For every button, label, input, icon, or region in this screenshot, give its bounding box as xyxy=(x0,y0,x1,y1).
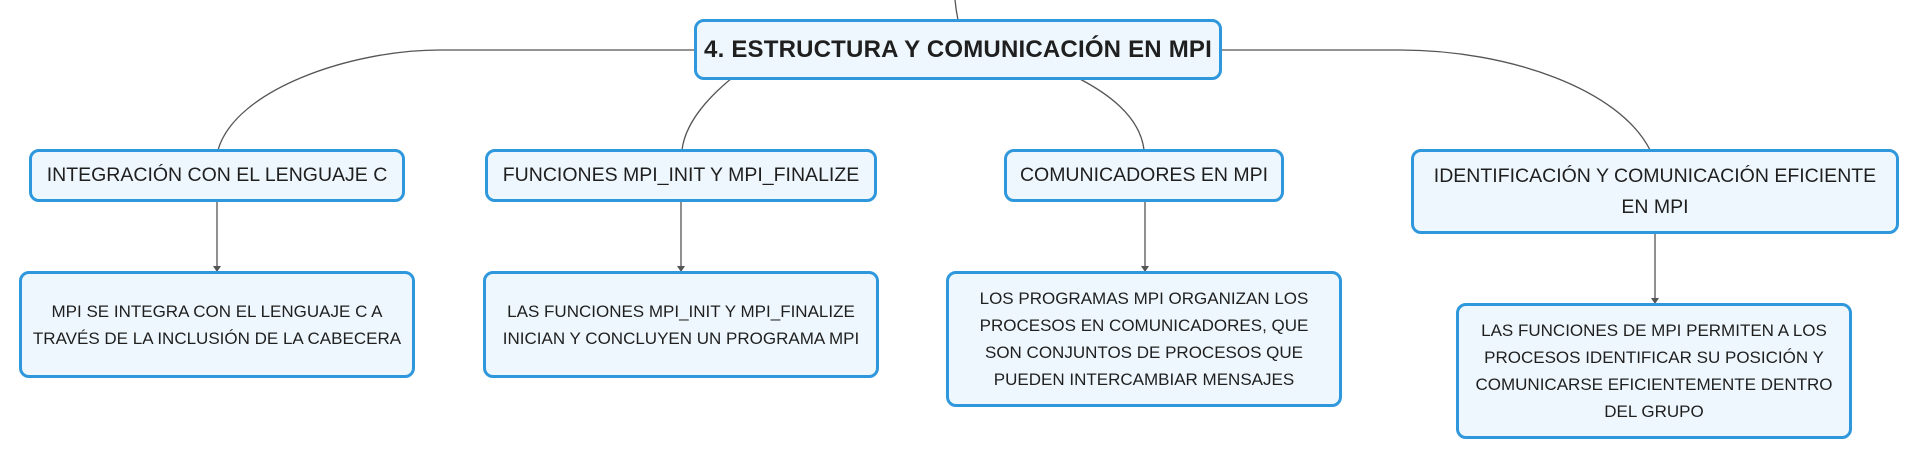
branch-label: FUNCIONES MPI_INIT Y MPI_FINALIZE xyxy=(502,164,860,186)
connector-root-branch-2 xyxy=(681,77,733,151)
leaf-text: LAS FUNCIONES DE MPI PERMITEN A LOS PROC… xyxy=(1475,321,1833,421)
connector-root-branch-1 xyxy=(217,49,694,151)
leaf-comunicadores[interactable]: LOS PROGRAMAS MPI ORGANIZAN LOS PROCESOS… xyxy=(946,271,1342,407)
leaf-funciones-init-finalize[interactable]: LAS FUNCIONES MPI_INIT Y MPI_FINALIZE IN… xyxy=(483,271,879,378)
connector-root-branch-4 xyxy=(1222,49,1651,151)
branch-comunicadores[interactable]: COMUNICADORES EN MPI xyxy=(1004,149,1284,202)
leaf-text: MPI SE INTEGRA CON EL LENGUAJE C A TRAVÉ… xyxy=(32,301,402,348)
branch-integracion-c[interactable]: INTEGRACIÓN CON EL LENGUAJE C xyxy=(29,149,405,202)
leaf-integracion-c[interactable]: MPI SE INTEGRA CON EL LENGUAJE C A TRAVÉ… xyxy=(19,271,415,378)
root-topic-label: 4. ESTRUCTURA Y COMUNICACIÓN EN MPI xyxy=(704,35,1212,63)
leaf-text: LOS PROGRAMAS MPI ORGANIZAN LOS PROCESOS… xyxy=(979,289,1309,389)
branch-identificacion-comunicacion[interactable]: IDENTIFICACIÓN Y COMUNICACIÓN EFICIENTE … xyxy=(1411,149,1899,234)
root-topic[interactable]: 4. ESTRUCTURA Y COMUNICACIÓN EN MPI xyxy=(694,19,1222,80)
branch-label: IDENTIFICACIÓN Y COMUNICACIÓN EFICIENTE … xyxy=(1433,164,1877,218)
leaf-identificacion-comunicacion[interactable]: LAS FUNCIONES DE MPI PERMITEN A LOS PROC… xyxy=(1456,303,1852,439)
branch-funciones-init-finalize[interactable]: FUNCIONES MPI_INIT Y MPI_FINALIZE xyxy=(485,149,877,202)
leaf-text: LAS FUNCIONES MPI_INIT Y MPI_FINALIZE IN… xyxy=(502,301,860,348)
parent-connector xyxy=(954,0,959,21)
branch-label: COMUNICADORES EN MPI xyxy=(1019,164,1269,186)
connector-root-branch-3 xyxy=(1077,77,1145,151)
branch-label: INTEGRACIÓN CON EL LENGUAJE C xyxy=(46,164,388,186)
